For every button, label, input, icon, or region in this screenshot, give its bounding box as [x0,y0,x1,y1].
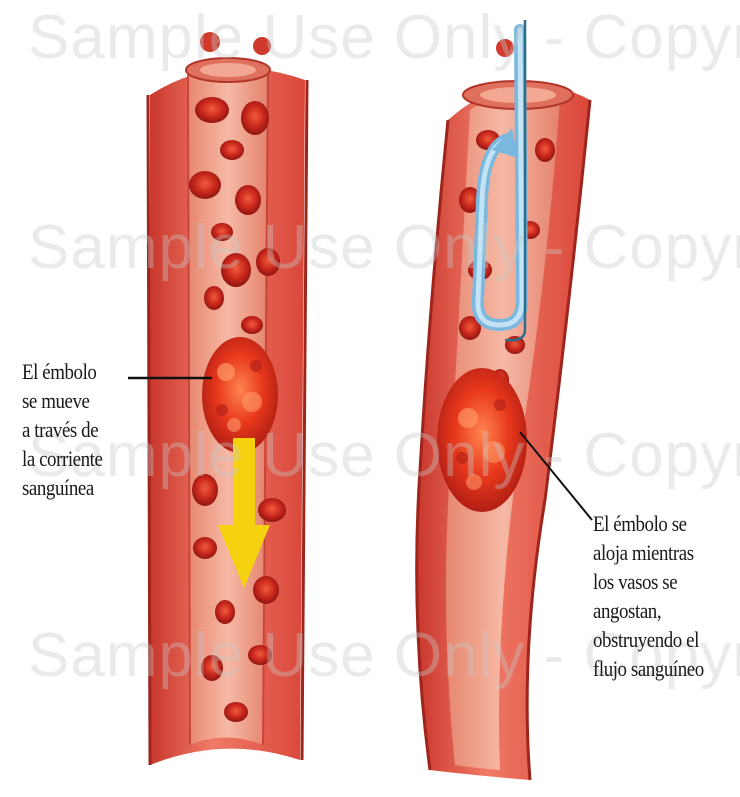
blood-cell [535,138,555,162]
label-embolus-lodged: El émbolo se aloja mientras los vasos se… [593,509,704,683]
blood-cell [220,140,244,160]
blood-cell [253,576,279,604]
blood-cell [241,101,269,135]
blood-cell [204,286,224,310]
blood-cell [256,248,280,276]
blood-cell [195,97,229,123]
blood-cell [215,600,235,624]
blood-cell [258,498,286,522]
blood-cell [189,171,221,199]
blood-cell [248,645,272,665]
blood-cell [211,223,233,241]
blood-cell [193,537,217,559]
blood-cell [201,655,223,681]
blood-cell [241,316,263,334]
blood-cell [221,253,251,287]
blood-cell [224,702,248,722]
blood-cell [192,474,218,506]
embolus-moving [202,337,278,453]
label-embolus-moving: El émbolo se mueve a través de la corrie… [22,357,102,502]
embolus-lodged [437,368,527,512]
blood-cell [235,185,261,215]
